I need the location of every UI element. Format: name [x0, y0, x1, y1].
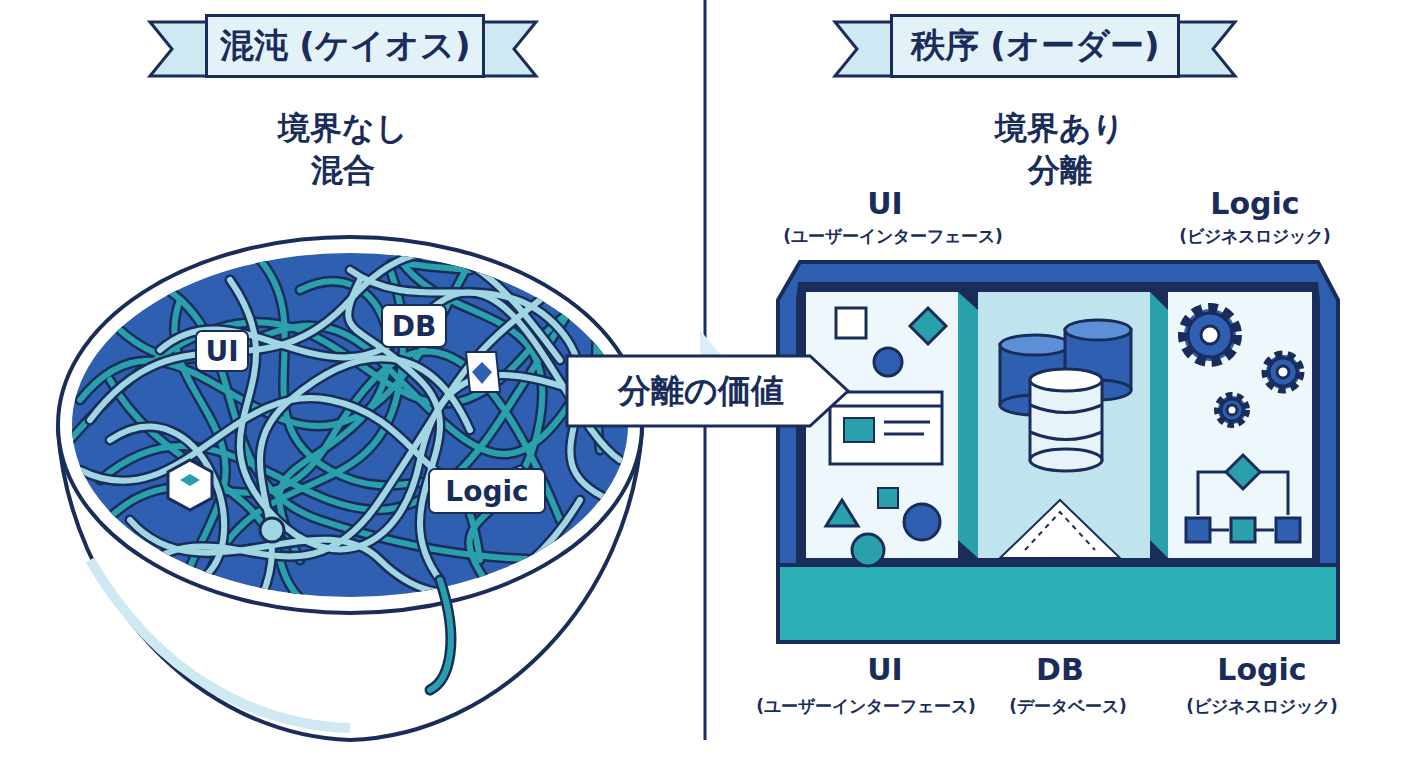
title-banner: 混沌 (ケイオス) — [205, 14, 485, 78]
node-text: UI — [205, 335, 238, 368]
title-banner: 秩序 (オーダー) — [890, 14, 1180, 78]
section-note: (ビジネスロジック) — [1125, 226, 1385, 246]
node-text: Logic — [445, 475, 528, 508]
section-heading: Logic — [1162, 652, 1362, 688]
section-heading: DB — [980, 652, 1140, 688]
node-text: 混沌 (ケイオス) — [220, 23, 471, 69]
section-note: (ユーザーインターフェース) — [733, 226, 1053, 246]
subtitle: 境界なし 混合 — [263, 108, 423, 191]
layer-tag: Logic — [428, 468, 546, 514]
node-text: 分離の価値 — [618, 369, 784, 414]
subtitle: 境界あり 分離 — [980, 108, 1140, 191]
node-text: 秩序 (オーダー) — [911, 23, 1160, 69]
layer-tag: UI — [195, 330, 249, 372]
section-heading: UI — [785, 652, 985, 688]
section-note: (ユーザーインターフェース) — [716, 696, 1016, 716]
layer-tag: DB — [381, 304, 447, 348]
node-text: DB — [392, 310, 437, 343]
section-heading: Logic — [1155, 186, 1355, 222]
section-note: (ビジネスロジック) — [1152, 696, 1372, 716]
section-note: (データベース) — [978, 696, 1158, 716]
section-heading: UI — [785, 186, 985, 222]
value-arrow: 分離の価値 — [565, 354, 850, 428]
